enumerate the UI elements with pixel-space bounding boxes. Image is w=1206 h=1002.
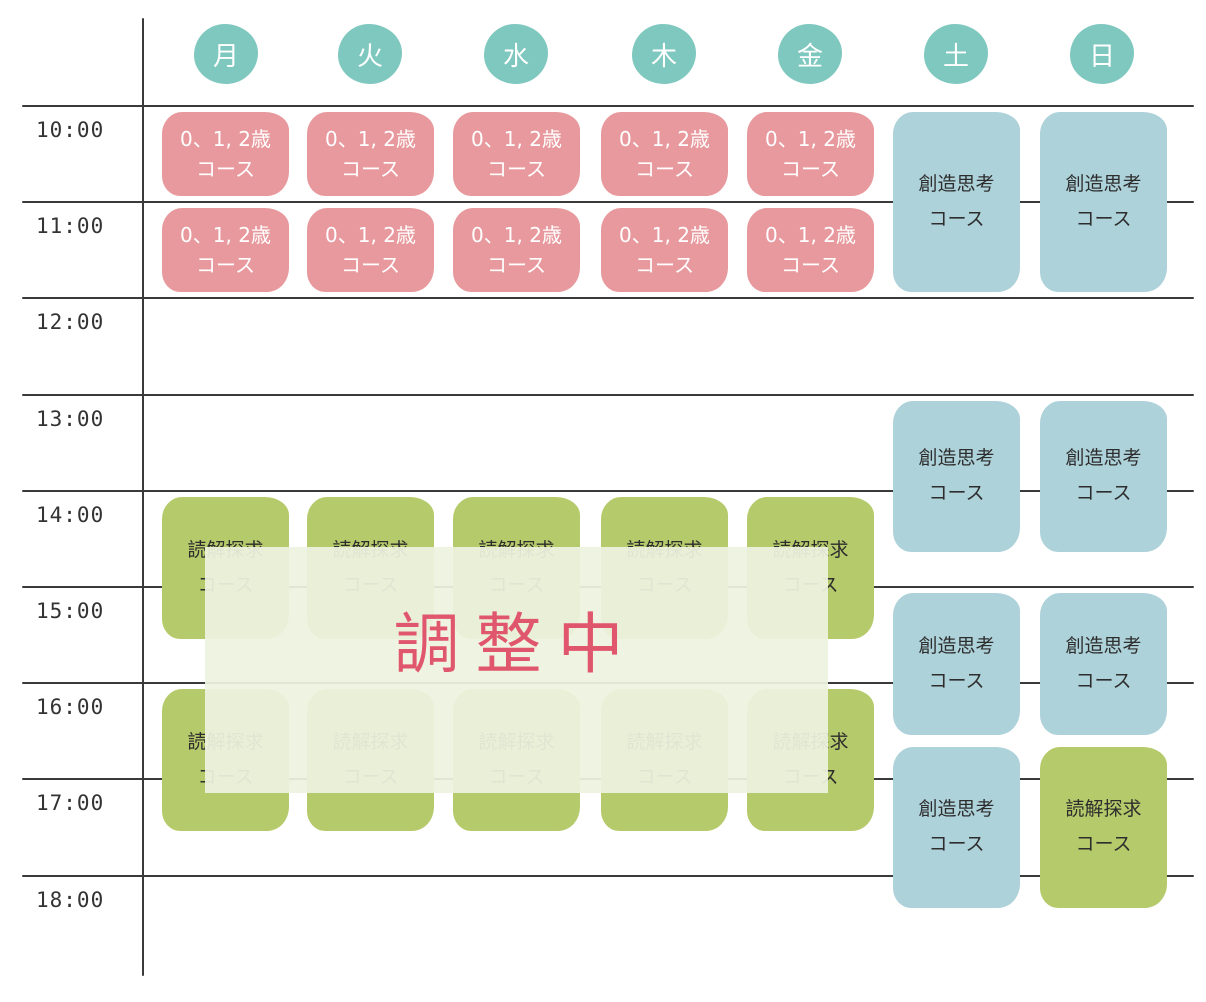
day-header: 土 xyxy=(924,24,988,84)
course-block-infant[interactable]: 0、1, 2歳コース xyxy=(307,112,434,197)
course-block-infant[interactable]: 0、1, 2歳コース xyxy=(307,208,434,293)
course-suffix: コース xyxy=(487,157,546,182)
time-label: 11:00 xyxy=(36,214,105,239)
course-suffix: コース xyxy=(341,157,400,182)
course-suffix: コース xyxy=(1075,833,1132,856)
course-block-infant[interactable]: 0、1, 2歳コース xyxy=(453,208,580,293)
time-label: 17:00 xyxy=(36,791,105,816)
course-suffix: コース xyxy=(341,253,400,278)
time-label: 12:00 xyxy=(36,310,105,335)
course-name: 創造思考 xyxy=(918,173,995,196)
course-name: 読解探求 xyxy=(1065,798,1142,821)
course-name: 創造思考 xyxy=(1065,173,1142,196)
day-header: 水 xyxy=(484,24,548,84)
course-suffix: コース xyxy=(635,157,694,182)
course-name: 0、1, 2歳 xyxy=(180,127,271,152)
course-suffix: コース xyxy=(928,208,985,231)
course-name: 0、1, 2歳 xyxy=(619,127,710,152)
course-name: 0、1, 2歳 xyxy=(471,127,562,152)
course-name: 0、1, 2歳 xyxy=(325,223,416,248)
course-name: 創造思考 xyxy=(918,447,995,470)
course-name: 0、1, 2歳 xyxy=(765,127,856,152)
course-suffix: コース xyxy=(487,253,546,278)
time-label: 16:00 xyxy=(36,695,105,720)
course-block-creative[interactable]: 創造思考コース xyxy=(1040,400,1167,553)
day-header: 金 xyxy=(778,24,842,84)
course-name: 0、1, 2歳 xyxy=(180,223,271,248)
course-block-infant[interactable]: 0、1, 2歳コース xyxy=(601,112,728,197)
pending-overlay xyxy=(205,547,828,793)
course-block-creative[interactable]: 創造思考コース xyxy=(1040,112,1167,293)
course-block-reading[interactable]: 読解探求コース xyxy=(1040,746,1167,909)
time-label: 10:00 xyxy=(36,118,105,142)
hour-line xyxy=(22,489,1194,492)
course-suffix: コース xyxy=(781,253,840,278)
course-block-creative[interactable]: 創造思考コース xyxy=(893,400,1020,553)
course-suffix: コース xyxy=(1075,482,1132,505)
day-header: 月 xyxy=(194,24,258,84)
course-suffix: コース xyxy=(781,157,840,182)
course-block-creative[interactable]: 創造思考コース xyxy=(893,112,1020,293)
course-name: 0、1, 2歳 xyxy=(619,223,710,248)
course-suffix: コース xyxy=(1075,208,1132,231)
course-block-creative[interactable]: 創造思考コース xyxy=(893,746,1020,909)
course-name: 0、1, 2歳 xyxy=(765,223,856,248)
course-suffix: コース xyxy=(928,482,985,505)
course-block-infant[interactable]: 0、1, 2歳コース xyxy=(162,208,289,293)
course-suffix: コース xyxy=(196,157,255,182)
day-header: 日 xyxy=(1070,24,1134,84)
day-header: 木 xyxy=(632,24,696,84)
course-suffix: コース xyxy=(196,253,255,278)
time-axis-line xyxy=(142,18,144,976)
course-block-infant[interactable]: 0、1, 2歳コース xyxy=(747,208,874,293)
day-header: 火 xyxy=(338,24,402,84)
course-block-infant[interactable]: 0、1, 2歳コース xyxy=(162,112,289,197)
course-name: 創造思考 xyxy=(918,798,995,821)
course-name: 0、1, 2歳 xyxy=(325,127,416,152)
course-suffix: コース xyxy=(928,833,985,856)
hour-line xyxy=(22,393,1194,396)
pending-label: 調整中 xyxy=(393,606,640,683)
course-block-creative[interactable]: 創造思考コース xyxy=(893,593,1020,735)
time-label: 13:00 xyxy=(36,406,105,431)
hour-line xyxy=(22,874,1194,877)
hour-line xyxy=(22,297,1194,300)
hour-line xyxy=(22,105,1194,107)
course-suffix: コース xyxy=(635,253,694,278)
course-suffix: コース xyxy=(928,669,985,692)
time-label: 14:00 xyxy=(36,502,105,527)
course-block-infant[interactable]: 0、1, 2歳コース xyxy=(601,208,728,293)
course-block-infant[interactable]: 0、1, 2歳コース xyxy=(747,112,874,197)
course-block-creative[interactable]: 創造思考コース xyxy=(1040,593,1167,735)
course-block-infant[interactable]: 0、1, 2歳コース xyxy=(453,112,580,197)
time-label: 15:00 xyxy=(36,599,105,623)
course-name: 創造思考 xyxy=(918,634,995,657)
course-name: 0、1, 2歳 xyxy=(471,223,562,248)
course-suffix: コース xyxy=(1075,669,1132,692)
time-label: 18:00 xyxy=(36,887,105,912)
course-name: 創造思考 xyxy=(1065,634,1142,657)
hour-line xyxy=(22,201,1194,204)
course-name: 創造思考 xyxy=(1065,447,1142,470)
